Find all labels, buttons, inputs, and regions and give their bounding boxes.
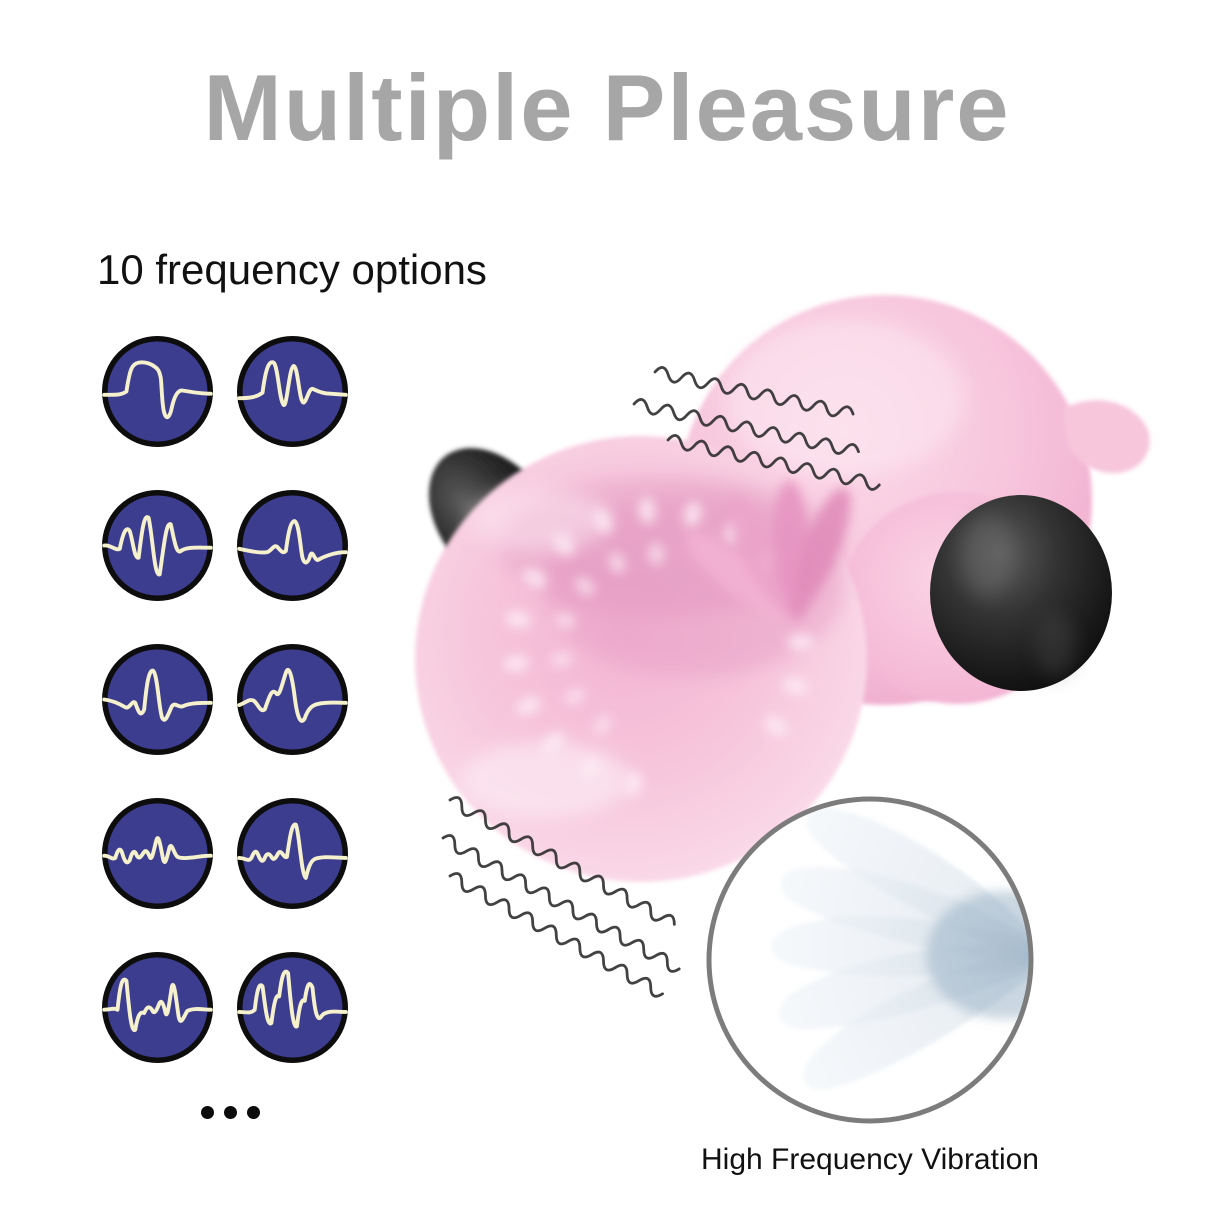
motor-dome-highlight [962,516,1014,596]
ellipsis-dots-icon [201,1106,260,1119]
inset-border [706,796,1034,1124]
frequency-options-grid [102,336,348,1063]
tongue-motion-inset [706,796,1034,1124]
vibration-squiggle [448,872,664,998]
cup-nub [782,677,809,695]
cup-nub [638,497,656,524]
motor-dome-highlight [1036,614,1076,678]
vibration-lines-top [632,366,881,491]
cup-tongue-petal [794,488,851,622]
page-title: Multiple Pleasure [203,55,1011,160]
cup-nub [575,577,595,596]
cup-nub [550,651,573,668]
frequency-heading: 10 frequency options [97,246,487,293]
waveform-triple-bump-icon [237,336,348,447]
waveform-rapid-jitter-icon [102,798,213,909]
ellipsis-dot [201,1106,214,1119]
ellipsis-dot [247,1106,260,1119]
cup-nub [515,696,541,716]
vibration-lines-bottom [441,796,681,998]
cup-nub [505,610,531,629]
suction-cup [415,436,867,882]
motor-dome [930,495,1112,691]
cup-nub [502,654,529,672]
waveform-strong-burst-icon [102,490,213,601]
waveform-dense-burst-icon [237,952,348,1063]
vibration-squiggle [666,434,881,491]
cup-nub [564,687,586,705]
device-fin [1062,400,1150,474]
cup-nub [648,543,664,566]
cup-nub [593,715,612,735]
vibration-squiggle [653,366,855,418]
cup-nub [764,715,788,737]
cup-nub [683,501,702,527]
cup-nub [787,633,814,651]
waveform-jagged-pulse-icon [102,952,213,1063]
cup-nub [522,568,547,589]
motion-petal-core [926,891,1031,1019]
vibration-squiggle [448,796,676,926]
vibration-squiggle [632,398,860,455]
waveform-sharp-spike-icon [102,644,213,755]
waveform-jitter-spike-icon [237,798,348,909]
cup-tongue-fan [685,480,851,623]
device-body-highlight [725,320,965,476]
vibration-caption: High Frequency Vibration [701,1143,1039,1176]
waveform-plateau-pulse-icon [102,336,213,447]
cup-nub [608,552,626,574]
tongue-motion-petals [771,807,1031,1090]
waveform-peak-deep-dip-icon [237,644,348,755]
vibration-squiggle [441,834,681,973]
cup-highlight [460,742,630,818]
ellipsis-dot [224,1106,237,1119]
cup-nub [554,612,576,629]
waveform-ripple-spike-icon [237,490,348,601]
cup-tongue-petal [727,495,798,622]
cup-highlight [470,488,610,552]
